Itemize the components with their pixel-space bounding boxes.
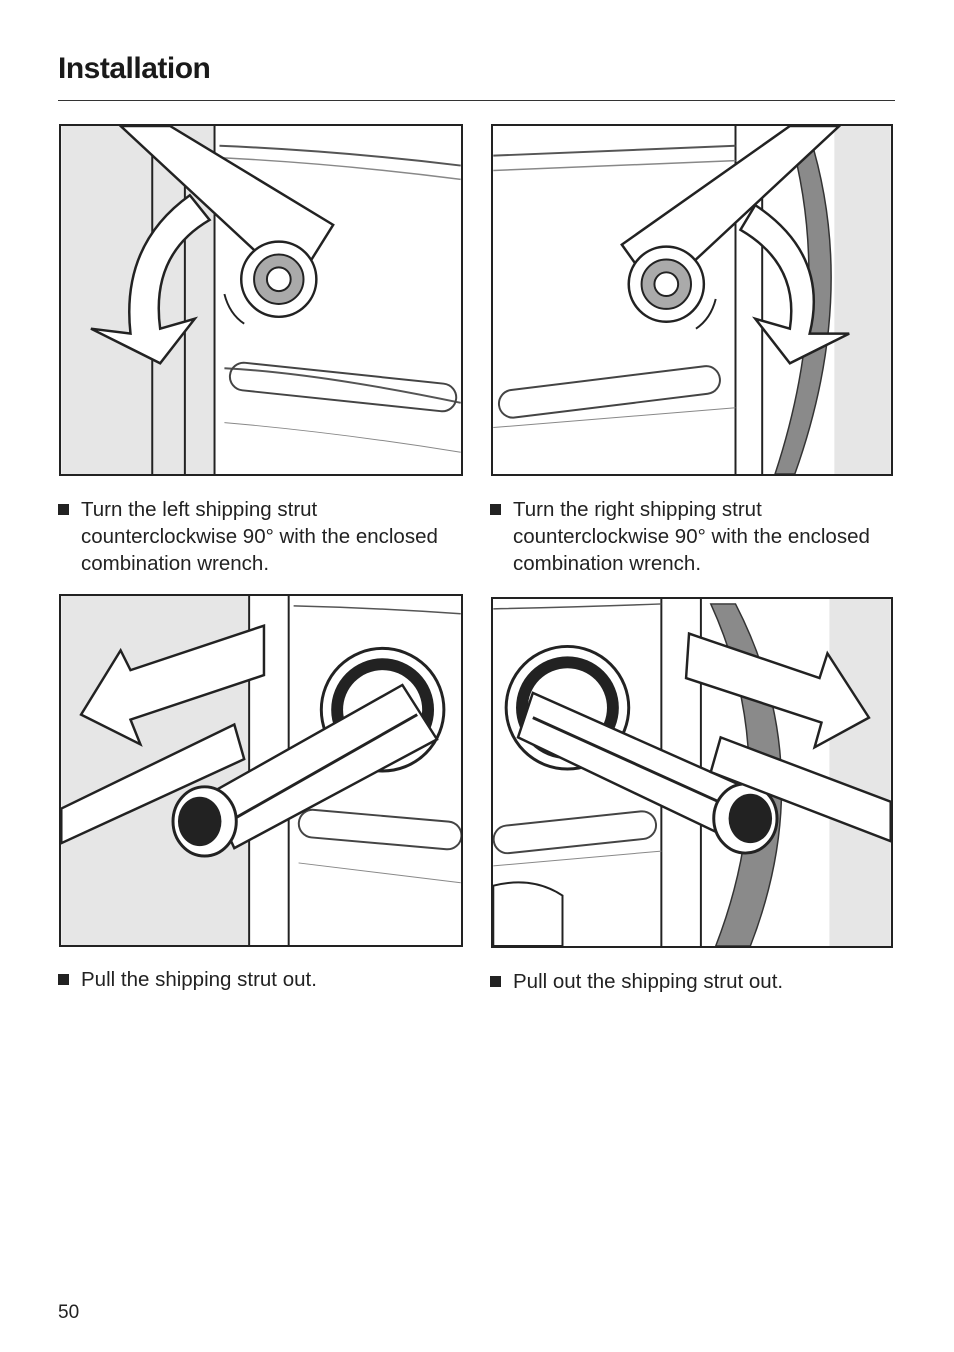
illustration-pull-right-strut <box>491 597 893 948</box>
bullet-square-icon <box>490 504 501 515</box>
bullet-square-icon <box>490 976 501 987</box>
illustration-rotate-left-strut <box>59 124 463 476</box>
step-text: Pull the shipping strut out. <box>81 968 317 991</box>
step-text: Turn the left shipping strut countercloc… <box>81 498 438 575</box>
illustration-rotate-right-strut <box>491 124 893 476</box>
title-divider <box>58 100 895 101</box>
illustration-pull-left-strut <box>59 594 463 947</box>
step-text: Turn the right shipping strut counterclo… <box>513 498 870 575</box>
page-number: 50 <box>58 1302 80 1323</box>
bullet-square-icon <box>58 504 69 515</box>
step-pull-left: Pull the shipping strut out. <box>58 966 458 993</box>
step-pull-right: Pull out the shipping strut out. <box>490 968 890 995</box>
step-text: Pull out the shipping strut out. <box>513 970 784 993</box>
page-title: Installation <box>58 52 211 85</box>
bullet-square-icon <box>58 974 69 985</box>
step-rotate-right: Turn the right shipping strut counterclo… <box>490 496 890 577</box>
step-rotate-left: Turn the left shipping strut countercloc… <box>58 496 458 577</box>
